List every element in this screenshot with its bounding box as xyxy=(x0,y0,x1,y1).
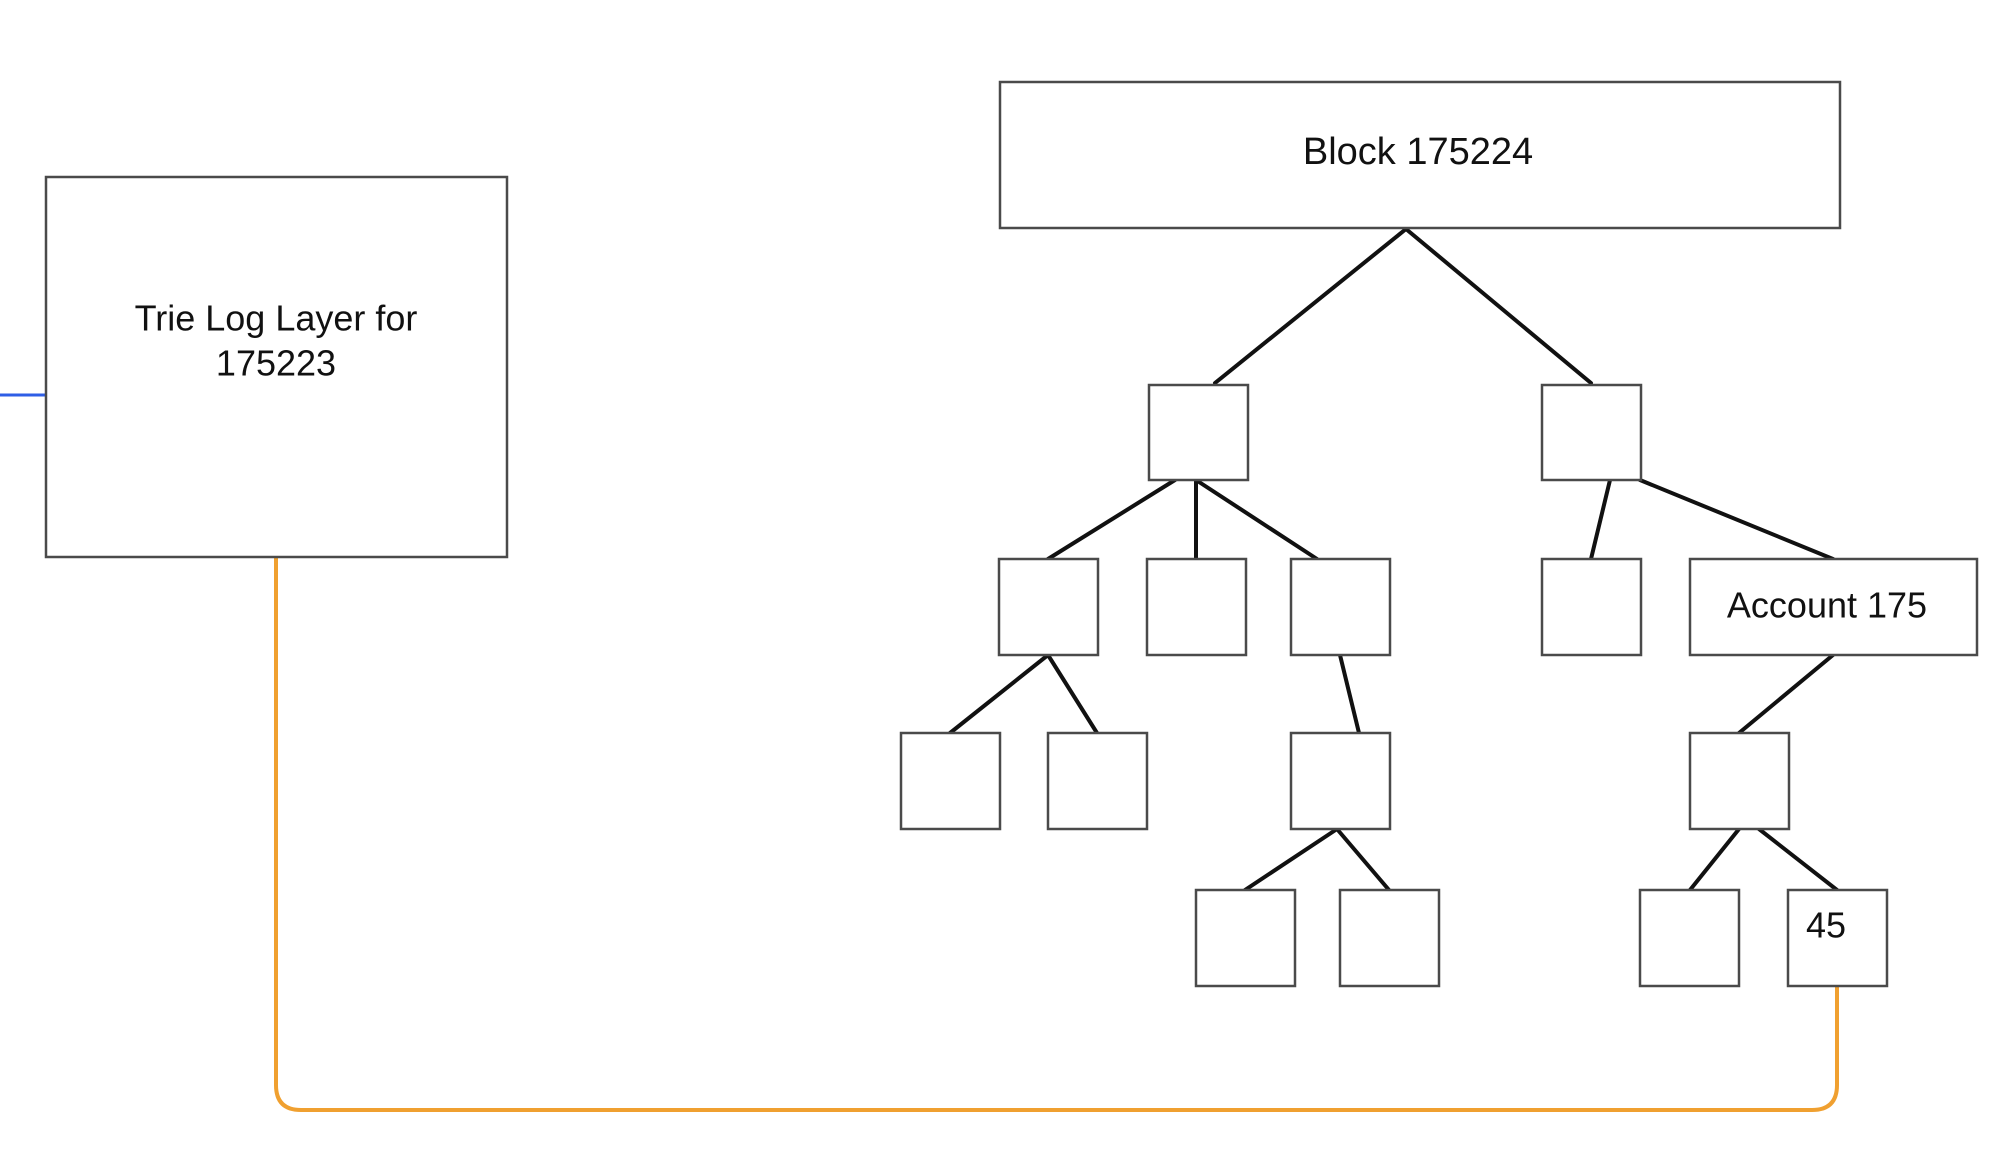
trie-node xyxy=(1147,383,1250,482)
trie-node xyxy=(1338,888,1441,988)
edge-level3-b xyxy=(1335,827,1391,892)
edge-level3-c xyxy=(1688,827,1741,892)
trie-node xyxy=(1289,557,1392,657)
leaf-value-node: 45 xyxy=(1786,888,1889,988)
edge-level1-c xyxy=(1194,478,1319,561)
trie-log-layer-label-line2: 175223 xyxy=(216,343,336,384)
trie-node xyxy=(1540,383,1643,482)
leaf-value-label: 45 xyxy=(1806,905,1846,946)
edge-level2-c xyxy=(1338,653,1361,735)
account-node: Account 175 xyxy=(1688,557,1979,657)
trie-node xyxy=(1540,557,1643,657)
trie-log-layer-label-line1: Trie Log Layer for xyxy=(135,298,418,339)
trie-node xyxy=(1688,731,1791,831)
edge-level3-a xyxy=(1243,827,1339,892)
edge-level1-e xyxy=(1638,478,1835,561)
block-node: Block 175224 xyxy=(998,80,1842,230)
edge-level3-d xyxy=(1757,827,1839,892)
edge-block-to-left xyxy=(1213,227,1408,385)
trie-node xyxy=(1145,557,1248,657)
edge-level2-a xyxy=(948,653,1050,735)
edge-level2-b xyxy=(1046,653,1099,735)
trie-node xyxy=(899,731,1002,831)
edge-level1-d xyxy=(1589,478,1612,561)
trie-node xyxy=(1638,888,1741,988)
trie-node xyxy=(1194,888,1297,988)
trie-node xyxy=(997,557,1100,657)
trie-log-link-connector xyxy=(274,556,1839,1112)
edge-level1-a xyxy=(1046,478,1177,561)
trie-node xyxy=(1046,731,1149,831)
block-label: Block 175224 xyxy=(1303,131,1533,173)
edge-block-to-right xyxy=(1404,227,1593,385)
trie-log-layer-box: Trie Log Layer for 175223 xyxy=(44,175,509,559)
trie-node xyxy=(1289,731,1392,831)
account-label: Account 175 xyxy=(1727,585,1927,626)
tree-edges xyxy=(948,227,1839,892)
edge-level2-d xyxy=(1737,653,1835,735)
